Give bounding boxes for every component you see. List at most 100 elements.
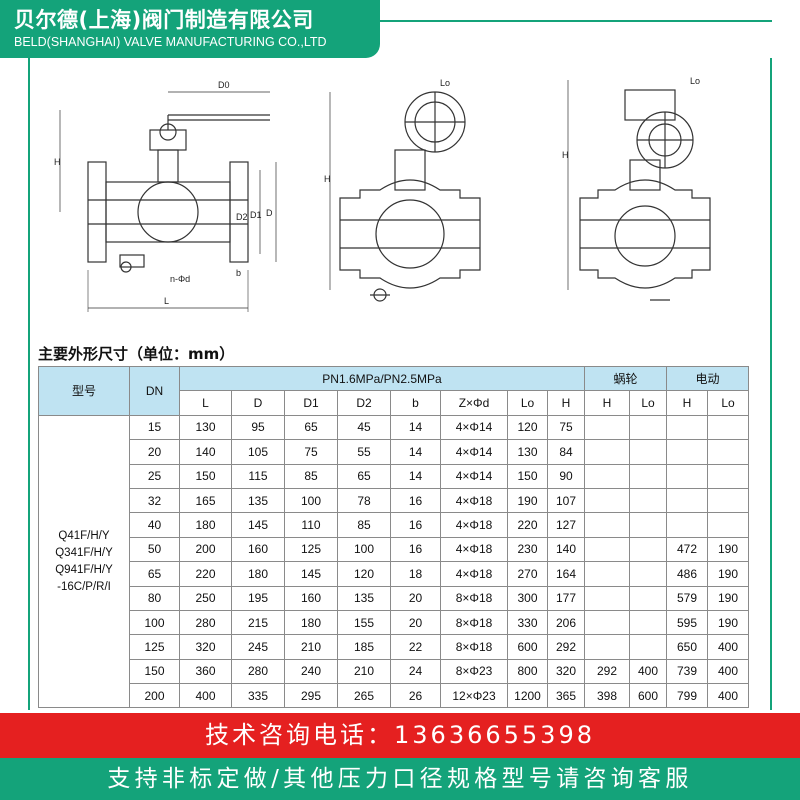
table-cell: 120: [507, 414, 548, 441]
table-cell: 320: [179, 634, 232, 660]
subheader-cell: H: [584, 390, 630, 416]
model-line: Q941F/H/Y: [55, 563, 113, 576]
label-d1: D1: [250, 210, 262, 220]
table-cell: [666, 439, 708, 465]
table-cell: 160: [284, 585, 338, 611]
company-name-cn: 贝尔德(上海)阀门制造有限公司: [14, 8, 314, 32]
subheader-cell: Z×Φd: [440, 390, 508, 416]
table-cell: [666, 414, 708, 441]
table-cell: 1200: [507, 683, 548, 709]
table-cell: [584, 561, 630, 587]
table-cell: [629, 634, 667, 660]
table-cell: 145: [231, 512, 285, 538]
table-cell: 215: [231, 609, 285, 636]
table-cell: 14: [390, 414, 441, 441]
model-line: Q341F/H/Y: [55, 546, 113, 559]
table-cell: 22: [390, 634, 441, 660]
table-cell: [629, 536, 667, 563]
table-cell: 250: [179, 585, 232, 611]
table-cell: [707, 463, 749, 489]
table-cell: [584, 634, 630, 660]
table-cell: 400: [707, 634, 749, 660]
table-cell: 16: [390, 512, 441, 538]
label-n-phi-d: n-Φd: [170, 274, 190, 284]
table-cell: [584, 487, 630, 514]
table-cell: 595: [666, 609, 708, 636]
table-cell: [584, 512, 630, 538]
table-cell: [666, 512, 708, 538]
table-cell: 26: [390, 683, 441, 709]
table-cell: 579: [666, 585, 708, 611]
table-cell: [629, 463, 667, 489]
table-cell: 650: [666, 634, 708, 660]
dn-cell: 32: [129, 487, 180, 514]
table-cell: 140: [547, 536, 585, 563]
table-cell: 400: [707, 683, 749, 709]
table-cell: [707, 439, 749, 465]
table-cell: 140: [179, 439, 232, 465]
table-cell: 320: [547, 658, 585, 685]
table-cell: 12×Φ23: [440, 683, 508, 709]
table-cell: 8×Φ18: [440, 609, 508, 636]
table-cell: 164: [547, 561, 585, 587]
label-lo-electric: Lo: [690, 76, 700, 86]
table-cell: 230: [507, 536, 548, 563]
table-cell: 4×Φ18: [440, 487, 508, 514]
dn-cell: 15: [129, 414, 180, 441]
table-cell: 100: [284, 487, 338, 514]
dn-cell: 150: [129, 658, 180, 685]
table-cell: [584, 585, 630, 611]
table-cell: [707, 512, 749, 538]
section-title: 主要外形尺寸（单位：mm）: [38, 345, 235, 363]
subheader-cell: H: [547, 390, 585, 416]
table-cell: 130: [179, 414, 232, 441]
dn-cell: 25: [129, 463, 180, 489]
table-cell: [629, 439, 667, 465]
table-cell: 486: [666, 561, 708, 587]
table-cell: 300: [507, 585, 548, 611]
table-cell: 65: [284, 414, 338, 441]
table-cell: 799: [666, 683, 708, 709]
header-dn: DN: [129, 366, 180, 416]
table-cell: 120: [337, 561, 391, 587]
table-cell: 600: [507, 634, 548, 660]
label-lo-worm: Lo: [440, 78, 450, 88]
table-cell: 130: [507, 439, 548, 465]
table-cell: 8×Φ18: [440, 634, 508, 660]
table-cell: 110: [284, 512, 338, 538]
table-cell: 185: [337, 634, 391, 660]
table-cell: 125: [284, 536, 338, 563]
phone-number: 技术咨询电话：13636655398: [205, 721, 595, 749]
table-cell: 115: [231, 463, 285, 489]
subheader-cell: Lo: [707, 390, 749, 416]
table-cell: 200: [179, 536, 232, 563]
table-cell: [629, 487, 667, 514]
table-cell: 160: [231, 536, 285, 563]
header-worm: 蜗轮: [584, 365, 667, 392]
table-cell: 360: [179, 658, 232, 685]
table-cell: 398: [584, 683, 630, 709]
table-cell: 177: [547, 585, 585, 611]
table-cell: 16: [390, 536, 441, 563]
table-cell: 150: [179, 463, 232, 489]
footer-bar: 支持非标定做/其他压力口径规格型号请咨询客服: [0, 758, 800, 800]
table-cell: 330: [507, 609, 548, 636]
table-cell: 20: [390, 585, 441, 611]
label-d: D: [266, 208, 273, 218]
table-cell: 90: [547, 463, 585, 489]
table-cell: [707, 487, 749, 514]
table-cell: 165: [179, 487, 232, 514]
dn-cell: 125: [129, 634, 180, 660]
company-name-en: BELD(SHANGHAI) VALVE MANUFACTURING CO.,L…: [14, 35, 327, 49]
table-cell: 739: [666, 658, 708, 685]
table-cell: 100: [337, 536, 391, 563]
header: 贝尔德(上海)阀门制造有限公司 BELD(SHANGHAI) VALVE MAN…: [0, 0, 800, 58]
table-cell: 78: [337, 487, 391, 514]
header-pressure: PN1.6MPa/PN2.5MPa: [179, 365, 585, 392]
